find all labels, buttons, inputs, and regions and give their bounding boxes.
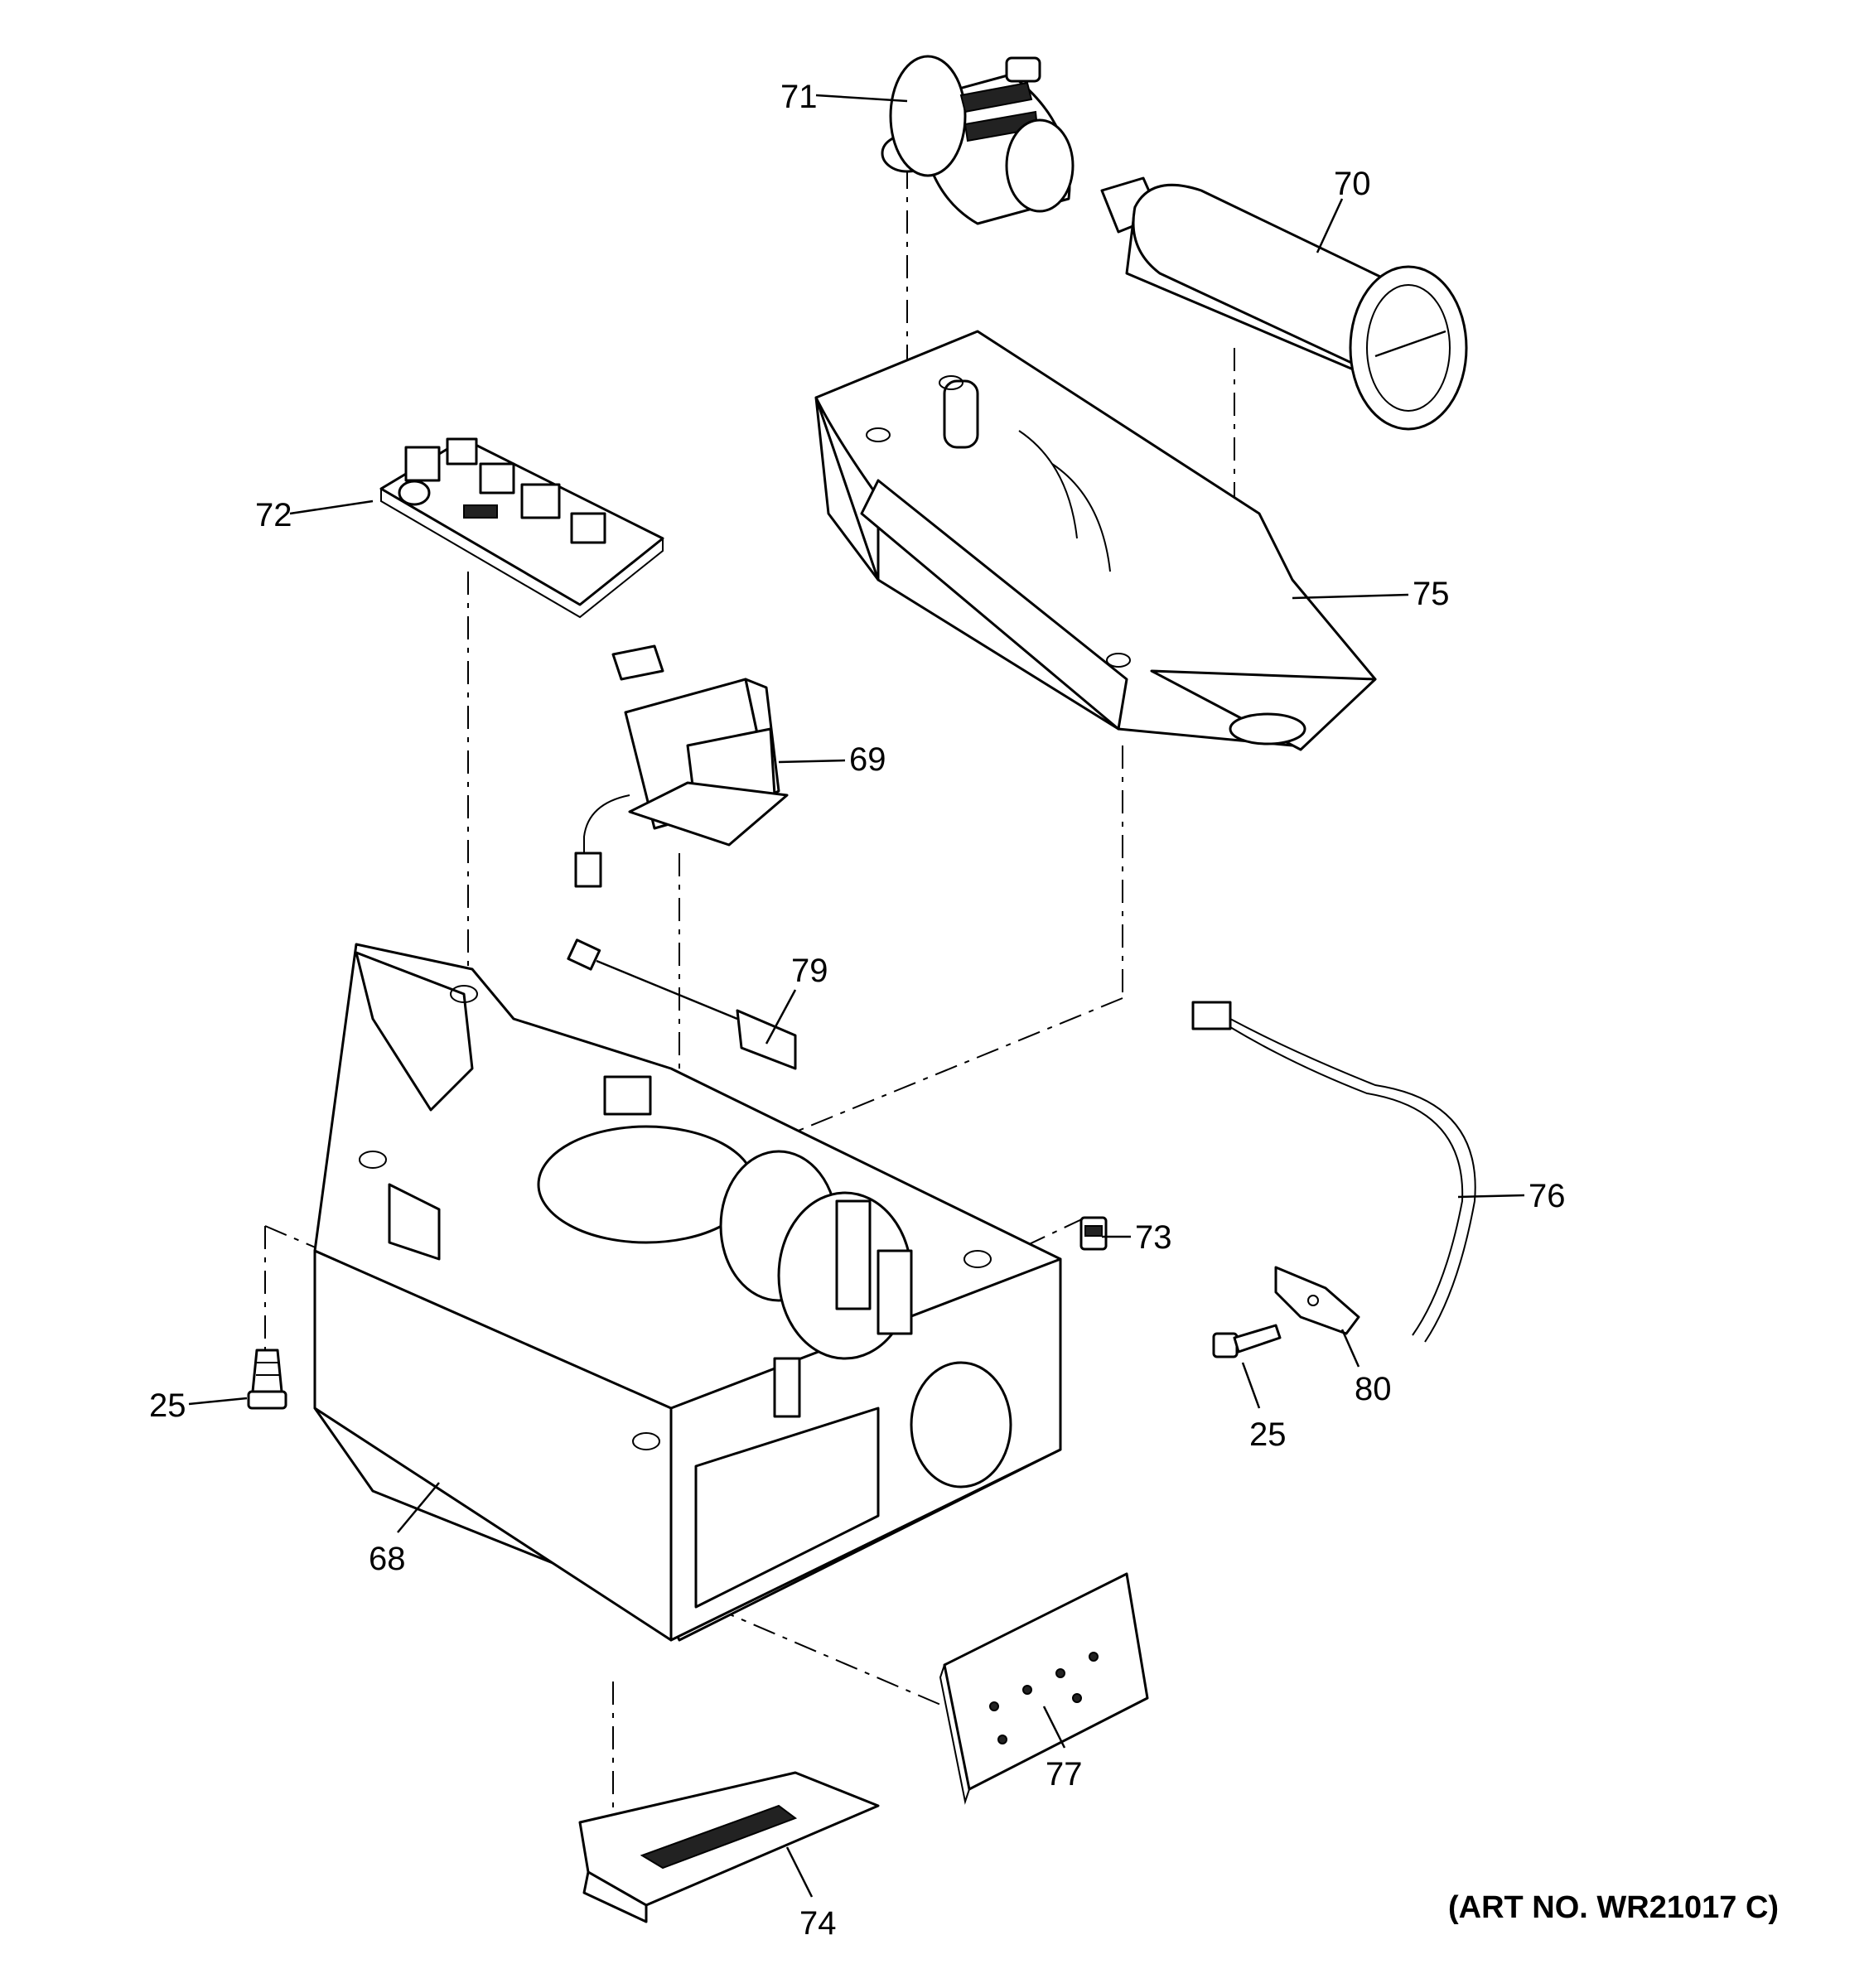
callout-25-right: 25 [1249, 1416, 1287, 1453]
callout-labels: 71 70 72 75 69 79 76 73 25 25 80 68 77 7… [149, 79, 1779, 1942]
switch-73 [1079, 1216, 1108, 1251]
water-filter-70 [1100, 176, 1468, 431]
callout-70: 70 [1334, 166, 1371, 202]
callout-71: 71 [780, 79, 818, 115]
callout-79: 79 [791, 953, 828, 989]
filter-head-71 [881, 55, 1075, 225]
callout-69: 69 [849, 741, 886, 778]
cover-74 [578, 1771, 880, 1923]
clip-80 [1274, 1266, 1360, 1335]
callout-68: 68 [369, 1541, 406, 1577]
callout-80: 80 [1355, 1371, 1392, 1407]
callout-76: 76 [1529, 1178, 1566, 1214]
dispenser-housing-68 [313, 943, 1062, 1642]
filter-housing-75 [814, 330, 1377, 751]
control-board-72 [379, 437, 664, 619]
callout-77: 77 [1046, 1756, 1083, 1793]
callout-72: 72 [255, 497, 292, 533]
callout-73: 73 [1135, 1219, 1172, 1256]
art-number: (ART NO. WR21017 C) [1448, 1890, 1779, 1925]
wire-harness-76 [1191, 1001, 1476, 1343]
switch-board-77 [939, 1572, 1149, 1805]
callout-75: 75 [1413, 576, 1450, 612]
transformer-69 [574, 644, 789, 888]
callout-25-left: 25 [149, 1387, 186, 1424]
leader-lines [188, 94, 1525, 1898]
screw-25-right [1212, 1324, 1282, 1358]
callout-74: 74 [799, 1905, 837, 1942]
screw-25-left [247, 1349, 287, 1410]
